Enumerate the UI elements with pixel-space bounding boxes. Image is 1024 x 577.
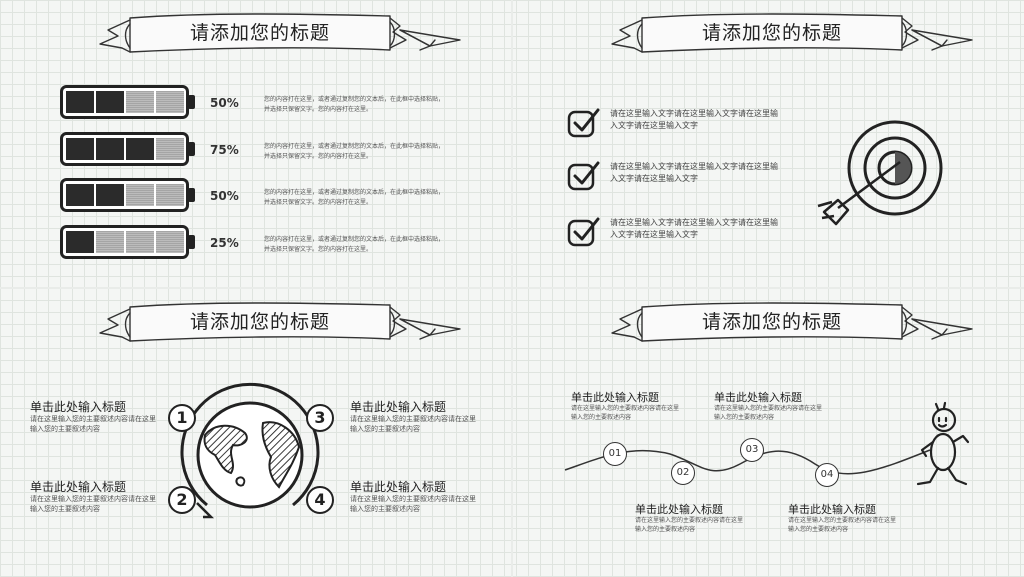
step-number-badge: 2 [168,486,196,514]
item-body: 请在这里输入您的主要叙述内容请在这里输入您的主要叙述内容 [30,415,156,433]
step-number-badge: 4 [306,486,334,514]
battery-cell [126,184,154,206]
milestone-heading: 单击此处输入标题 [571,391,659,404]
checklist-item-text: 请在这里输入文字请在这里输入文字请在这里输入文字请在这里输入文字 [610,162,778,183]
title-banner: 请添加您的标题 [90,299,470,349]
battery-icon [60,85,195,119]
battery-cell [156,91,184,113]
timeline-section: 请添加您的标题 [512,289,1024,577]
battery-cell [66,138,94,160]
cycle-arrow-icon [180,382,320,507]
title-banner: 请添加您的标题 [602,299,982,349]
battery-section: 请添加您的标题 50% 您的内容打在这里，或者通过复制您的文本后，在此框中选择粘贴… [0,0,512,288]
battery-cell [66,184,94,206]
milestone-body: 请在这里输入您的主要叙述内容请在这里输入您的主要叙述内容 [635,517,744,533]
item-heading: 单击此处输入标题 [350,400,447,414]
item-heading: 单击此处输入标题 [30,480,127,494]
timeline-wave [564,449,931,475]
checkbox-check-icon [567,107,601,143]
milestone-body: 请在这里输入您的主要叙述内容请在这里输入您的主要叙述内容 [714,405,823,421]
running-stick-figure-icon [916,401,970,486]
timeline-node: 03 [740,438,764,462]
step-number-badge: 1 [168,404,196,432]
battery-icon [60,132,195,166]
battery-cell [96,184,124,206]
milestone-heading: 单击此处输入标题 [714,391,802,404]
battery-cell [156,231,184,253]
battery-percent: 50% [210,96,239,110]
item-body: 请在这里输入您的主要叙述内容请在这里输入您的主要叙述内容 [350,495,476,513]
checkbox-check-icon [567,216,601,252]
timeline-node: 01 [603,442,627,466]
battery-description: 您的内容打在这里，或者通过复制您的文本后，在此框中选择粘贴，并选择只保留文字。您… [264,143,445,160]
battery-icon [60,225,195,259]
globe-section: 请添加您的标题 [0,289,512,577]
target-arrow-icon [817,120,943,226]
battery-cell [96,138,124,160]
timeline-node: 04 [815,463,839,487]
battery-percent: 75% [210,143,239,157]
milestone-heading: 单击此处输入标题 [788,503,876,516]
item-heading: 单击此处输入标题 [350,480,447,494]
milestone-body: 请在这里输入您的主要叙述内容请在这里输入您的主要叙述内容 [571,405,680,421]
battery-cell [96,231,124,253]
quadrant-separator-vertical [511,0,513,577]
battery-cell [66,231,94,253]
section-title: 请添加您的标题 [701,311,842,333]
section-title: 请添加您的标题 [701,22,842,44]
milestone-body: 请在这里输入您的主要叙述内容请在这里输入您的主要叙述内容 [788,517,897,533]
checklist-section: 请添加您的标题 [512,0,1024,288]
battery-description: 您的内容打在这里，或者通过复制您的文本后，在此框中选择粘贴，并选择只保留文字。您… [264,189,445,206]
item-body: 请在这里输入您的主要叙述内容请在这里输入您的主要叙述内容 [30,495,156,513]
step-number-badge: 3 [306,404,334,432]
battery-cell [126,231,154,253]
battery-cell [96,91,124,113]
title-banner: 请添加您的标题 [90,10,470,60]
checklist-item-text: 请在这里输入文字请在这里输入文字请在这里输入文字请在这里输入文字 [610,218,778,239]
battery-percent: 25% [210,236,239,250]
checkbox-check-icon [567,160,601,196]
section-title: 请添加您的标题 [189,22,330,44]
battery-cell [66,91,94,113]
battery-description: 您的内容打在这里，或者通过复制您的文本后，在此框中选择粘贴，并选择只保留文字。您… [264,96,445,113]
item-body: 请在这里输入您的主要叙述内容请在这里输入您的主要叙述内容 [350,415,476,433]
battery-description: 您的内容打在这里，或者通过复制您的文本后，在此框中选择粘贴，并选择只保留文字。您… [264,236,445,253]
battery-cell [156,138,184,160]
battery-icon [60,178,195,212]
battery-percent: 50% [210,189,239,203]
section-title: 请添加您的标题 [189,311,330,333]
globe-icon [180,382,320,519]
battery-cell [126,138,154,160]
battery-cell [126,91,154,113]
milestone-heading: 单击此处输入标题 [635,503,723,516]
timeline-node: 02 [671,461,695,485]
title-banner: 请添加您的标题 [602,10,982,60]
item-heading: 单击此处输入标题 [30,400,127,414]
battery-cell [156,184,184,206]
checklist-item-text: 请在这里输入文字请在这里输入文字请在这里输入文字请在这里输入文字 [610,109,778,130]
